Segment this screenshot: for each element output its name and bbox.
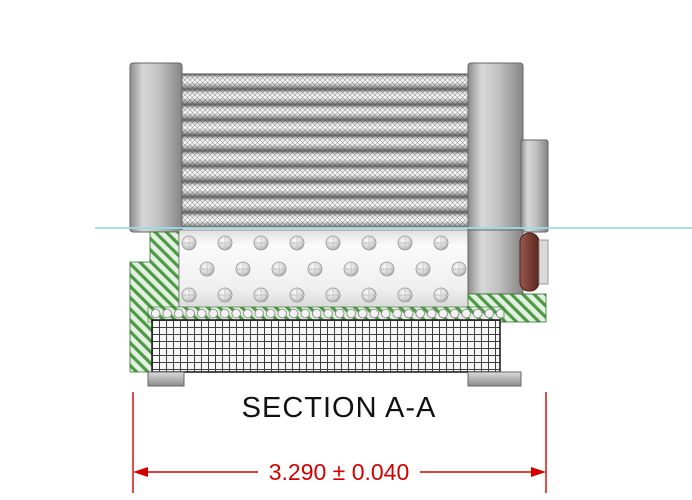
dimension-arrow-left — [133, 467, 148, 477]
dimension — [132, 392, 547, 493]
left-end-cap — [129, 62, 183, 233]
o-ring-seal — [519, 232, 540, 292]
support-mesh — [151, 319, 501, 373]
bead-row — [150, 304, 502, 322]
section-title: SECTION A-A — [242, 392, 437, 424]
dimension-text: 3.290 ± 0.040 — [269, 459, 410, 485]
dimension-arrow-right — [531, 467, 546, 477]
right-end-cap-step — [520, 139, 549, 233]
seal-rim — [538, 239, 549, 285]
right-end-cap — [467, 62, 524, 233]
right-inner-sleeve — [467, 229, 524, 295]
right-foot — [467, 371, 522, 387]
mesh-grid — [152, 320, 500, 372]
perforated-core-tube — [178, 229, 470, 313]
left-foot — [147, 371, 185, 387]
filter-media-crosshatch — [181, 74, 469, 228]
perforation-pattern — [179, 230, 469, 312]
pleated-filter-media — [180, 73, 470, 229]
